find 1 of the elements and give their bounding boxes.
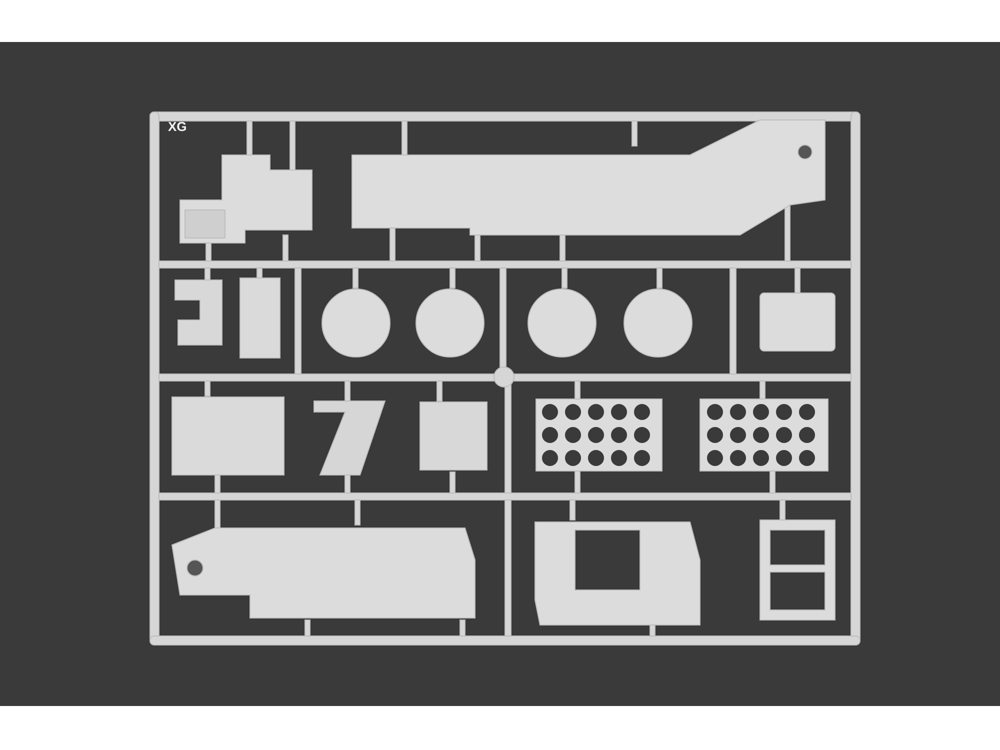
sprue-letter: XG [168, 120, 187, 134]
